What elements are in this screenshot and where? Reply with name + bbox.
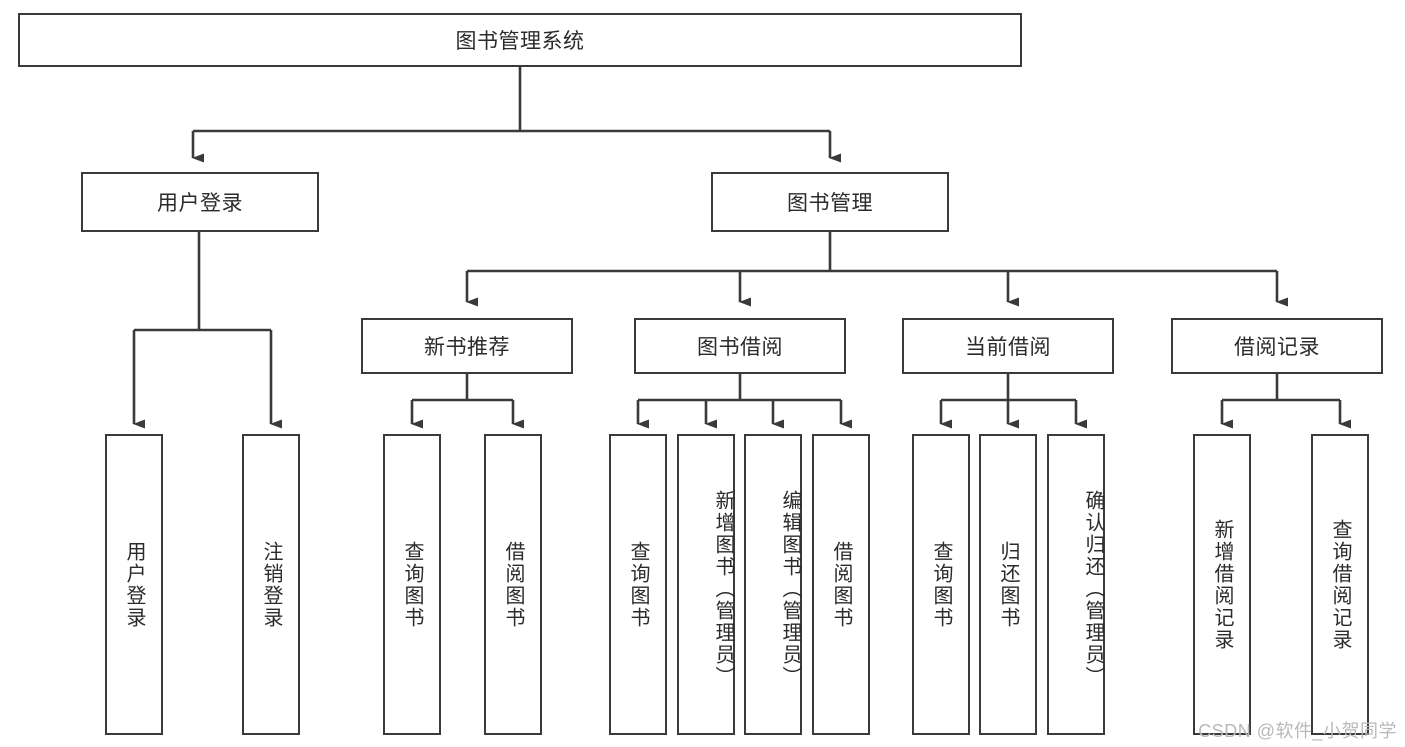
- node-book-borrow[interactable]: 图书借阅: [634, 318, 846, 374]
- node-label: 借阅图书: [830, 540, 852, 629]
- node-root-book-management-system[interactable]: 图书管理系统: [18, 13, 1022, 67]
- node-label: 注销登录: [260, 540, 282, 629]
- node-label: 查询图书: [930, 540, 952, 629]
- leaf-confirm-return-admin[interactable]: 确认归还（管理员）: [1047, 434, 1105, 735]
- node-borrow-record[interactable]: 借阅记录: [1171, 318, 1383, 374]
- leaf-borrow-book-recommend[interactable]: 借阅图书: [484, 434, 542, 735]
- node-label: 确认归还（管理员）: [1082, 489, 1104, 688]
- leaf-edit-book-admin[interactable]: 编辑图书（管理员）: [744, 434, 802, 735]
- leaf-return-book[interactable]: 归还图书: [979, 434, 1037, 735]
- node-label: 借阅记录: [1234, 336, 1320, 359]
- node-current-borrow[interactable]: 当前借阅: [902, 318, 1114, 374]
- node-label: 查询图书: [627, 540, 649, 629]
- leaf-query-book-recommend[interactable]: 查询图书: [383, 434, 441, 735]
- node-label: 用户登录: [157, 192, 243, 215]
- node-label: 新书推荐: [424, 336, 510, 359]
- node-label: 归还图书: [997, 540, 1019, 629]
- node-label: 当前借阅: [965, 336, 1051, 359]
- leaf-query-book-borrow[interactable]: 查询图书: [609, 434, 667, 735]
- node-label: 编辑图书（管理员）: [779, 489, 801, 688]
- node-label: 新增图书（管理员）: [712, 489, 734, 688]
- node-label: 图书借阅: [697, 336, 783, 359]
- leaf-logout-login[interactable]: 注销登录: [242, 434, 300, 735]
- leaf-add-borrow-record[interactable]: 新增借阅记录: [1193, 434, 1251, 735]
- watermark-text: CSDN @软件_小贺同学: [1198, 721, 1397, 741]
- leaf-add-book-admin[interactable]: 新增图书（管理员）: [677, 434, 735, 735]
- node-label: 图书管理: [787, 192, 873, 215]
- node-label: 用户登录: [123, 540, 145, 629]
- node-label: 查询借阅记录: [1329, 518, 1351, 651]
- leaf-borrow-book[interactable]: 借阅图书: [812, 434, 870, 735]
- node-book-management[interactable]: 图书管理: [711, 172, 949, 232]
- leaf-user-login[interactable]: 用户登录: [105, 434, 163, 735]
- leaf-query-borrow-record[interactable]: 查询借阅记录: [1311, 434, 1369, 735]
- node-label: 查询图书: [401, 540, 423, 629]
- node-label: 借阅图书: [502, 540, 524, 629]
- node-user-login[interactable]: 用户登录: [81, 172, 319, 232]
- node-label: 新增借阅记录: [1211, 518, 1233, 651]
- leaf-query-book-current[interactable]: 查询图书: [912, 434, 970, 735]
- node-new-book-recommend[interactable]: 新书推荐: [361, 318, 573, 374]
- node-label: 图书管理系统: [455, 30, 585, 53]
